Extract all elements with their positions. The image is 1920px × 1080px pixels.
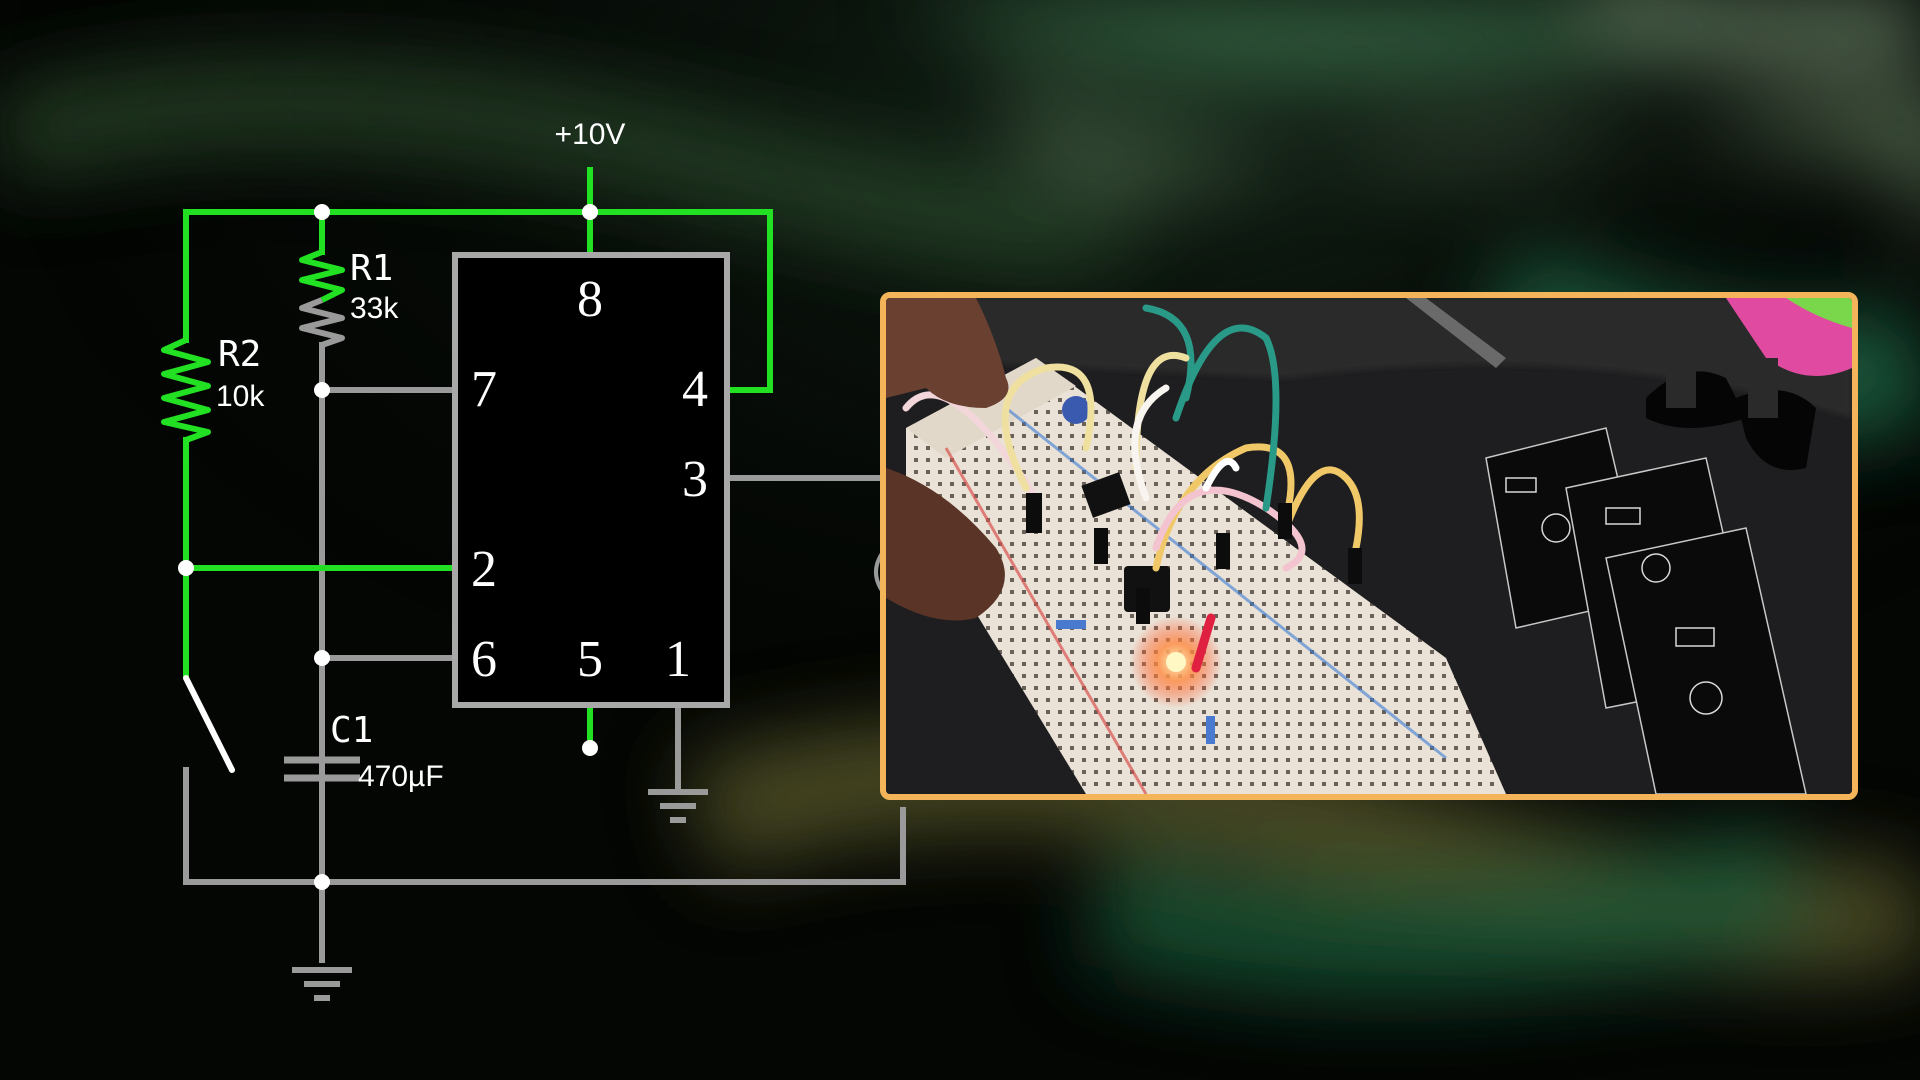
ic-pin-7: 7 (471, 361, 497, 418)
r1-resistor-lower (299, 297, 345, 348)
ic-pin-5: 5 (577, 631, 603, 688)
r2-resistor (161, 337, 211, 443)
ic-555-body (452, 252, 730, 708)
c1-value: 470µF (358, 760, 444, 793)
switch-blade (183, 675, 235, 773)
ic-pin-3: 3 (682, 451, 708, 508)
ground-icon (648, 789, 708, 823)
ic-pin-8: 8 (577, 271, 603, 328)
hand (886, 298, 1009, 408)
r1-value: 33k (350, 292, 399, 325)
ic-pin-1: 1 (665, 631, 691, 688)
ic-pin-2: 2 (471, 541, 497, 598)
ground-icon (292, 967, 352, 1001)
breadboard-photo-illustration (886, 298, 1852, 794)
capacitor-c1 (284, 756, 360, 782)
c1-name: C1 (330, 710, 373, 751)
r1-resistor-upper (299, 249, 345, 303)
supply-label: +10V (555, 118, 626, 151)
r2-value: 10k (216, 380, 265, 413)
r2-name: R2 (218, 334, 261, 375)
r1-name: R1 (350, 248, 393, 289)
breadboard-photo (880, 292, 1858, 800)
ic-pin-4: 4 (682, 361, 708, 418)
ic-pin-6: 6 (471, 631, 497, 688)
ic-chip (1081, 472, 1131, 518)
node-dots (178, 204, 598, 890)
